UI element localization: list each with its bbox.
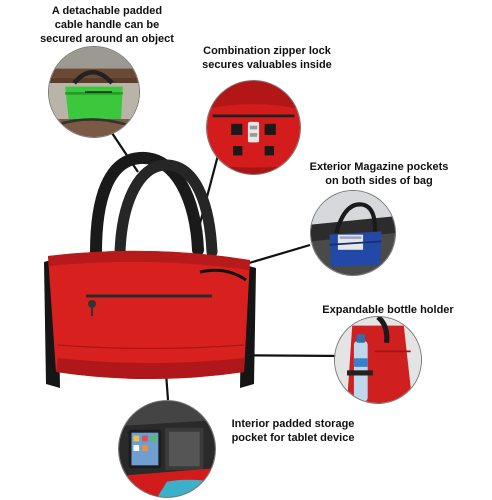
label-cable-handle-line-1: A detachable padded: [51, 5, 163, 17]
line-cable-handle: [111, 132, 139, 173]
bag-top-rim: [48, 250, 250, 270]
label-tablet-pocket: Interior padded storage pocket for table…: [218, 417, 368, 445]
label-cable-handle: A detachable padded cable handle can be …: [32, 4, 182, 46]
photo-bottle-holder: [334, 316, 422, 404]
bag-bottom-band: [56, 358, 244, 379]
label-cable-handle-line-3: secured around an object: [40, 33, 174, 45]
label-tablet-pocket-line-2: pocket for tablet device: [231, 432, 355, 444]
photo-blue-bag-magazine: [310, 190, 396, 276]
label-cable-handle-line-2: cable handle can be: [54, 19, 160, 31]
label-zipper-lock-line-1: Combination zipper lock: [203, 45, 331, 57]
photo-tablet-pocket: [118, 400, 216, 498]
label-magazine-pockets-line-2: on both sides of bag: [325, 175, 433, 187]
label-bottle-holder-line-1: Expandable bottle holder: [322, 304, 454, 316]
label-zipper-lock-line-2: secures valuables inside: [202, 59, 332, 71]
label-bottle-holder: Expandable bottle holder: [308, 303, 468, 317]
right-handle: [114, 159, 218, 258]
photo-green-bag-cable: [48, 46, 140, 138]
label-magazine-pockets-line-1: Exterior Magazine pockets: [309, 161, 449, 173]
label-tablet-pocket-line-1: Interior padded storage: [231, 418, 355, 430]
photo-zipper-lock: [206, 80, 301, 175]
left-handle: [90, 152, 204, 258]
label-zipper-lock: Combination zipper lock secures valuable…: [192, 44, 342, 72]
label-magazine-pockets: Exterior Magazine pockets on both sides …: [304, 160, 454, 188]
